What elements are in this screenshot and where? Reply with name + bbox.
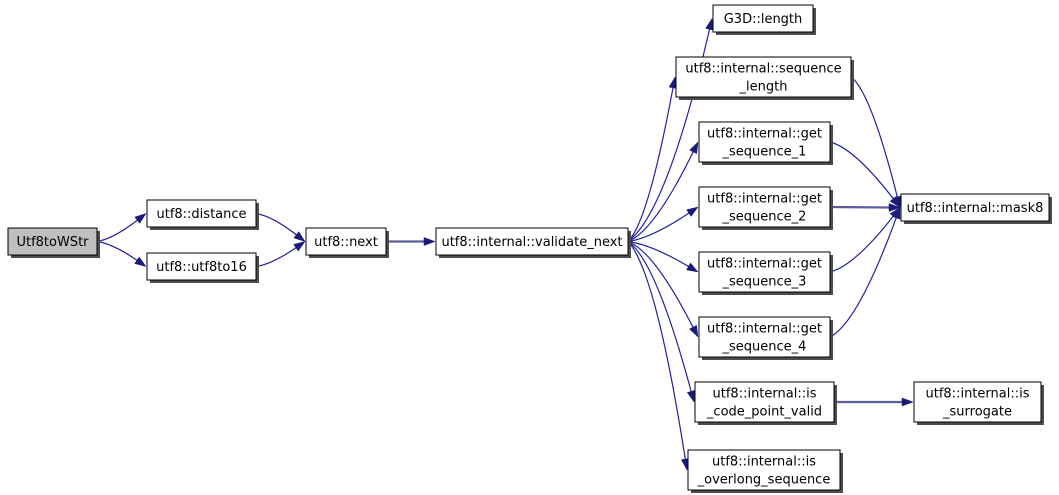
nodes-layer: Utf8toWStrutf8::distanceutf8::utf8to16ut…: [7, 4, 1052, 493]
node-next[interactable]: utf8::next: [305, 227, 389, 258]
edge-getseq1-to-mask8: [829, 141, 901, 209]
arrowhead: [134, 256, 147, 267]
arrowhead: [686, 206, 699, 217]
edge-root-to-distance: [96, 213, 147, 243]
node-label-line2: _overlong_sequence: [697, 473, 831, 488]
node-utf8to16[interactable]: utf8::utf8to16: [146, 252, 259, 283]
node-label: utf8::distance: [156, 207, 246, 222]
node-label-line2: _code_point_valid: [706, 405, 822, 420]
node-label-line1: utf8::internal::get: [707, 192, 822, 207]
arrowhead: [688, 325, 699, 338]
node-rect[interactable]: [698, 316, 831, 358]
node-rect[interactable]: [146, 252, 257, 281]
node-mask8[interactable]: utf8::internal::mask8: [900, 193, 1052, 224]
edges-layer: [96, 17, 914, 471]
edge-root-to-utf8to16: [96, 240, 147, 267]
node-g3dlength[interactable]: G3D::length: [712, 4, 816, 35]
node-rect[interactable]: [698, 251, 831, 293]
node-distance[interactable]: utf8::distance: [146, 199, 259, 230]
edge-getseq4-to-mask8: [829, 206, 901, 338]
arrowhead: [293, 241, 306, 252]
node-rect[interactable]: [698, 186, 831, 228]
edge-validate-to-codepoint: [627, 241, 696, 403]
node-rect[interactable]: [435, 227, 629, 256]
edge-validate-to-overlong: [627, 241, 690, 471]
node-label-line1: utf8::internal::get: [707, 127, 822, 142]
node-label-line1: utf8::internal::is: [712, 455, 816, 470]
node-label-line2: _sequence_1: [722, 145, 807, 160]
node-getseq4[interactable]: utf8::internal::get_sequence_4: [698, 316, 833, 360]
node-overlong[interactable]: utf8::internal::is_overlong_sequence: [687, 449, 843, 493]
node-validate[interactable]: utf8::internal::validate_next: [435, 227, 631, 258]
node-rect[interactable]: [7, 227, 98, 256]
node-label: G3D::length: [724, 12, 803, 27]
arrowhead: [889, 195, 901, 209]
node-rect[interactable]: [675, 56, 852, 98]
node-root[interactable]: Utf8toWStr: [7, 227, 100, 258]
edge-validate-to-getseq1: [627, 141, 699, 243]
edge-utf8to16-to-next: [255, 241, 306, 268]
node-label-line1: utf8::internal::is: [926, 387, 1030, 402]
node-label: utf8::utf8to16: [156, 260, 247, 275]
node-seqlength[interactable]: utf8::internal::sequence_length: [675, 56, 854, 100]
arrowhead: [293, 231, 306, 242]
edge-next-to-validate: [386, 237, 436, 246]
arrowhead: [134, 213, 147, 224]
node-getseq3[interactable]: utf8::internal::get_sequence_3: [698, 251, 833, 295]
node-codepoint[interactable]: utf8::internal::is_code_point_valid: [694, 381, 837, 425]
arrowhead: [892, 206, 901, 220]
node-label-line2: _length: [739, 80, 788, 95]
node-rect[interactable]: [694, 381, 835, 423]
node-rect[interactable]: [687, 449, 841, 491]
node-rect[interactable]: [712, 4, 814, 33]
edge-validate-to-getseq2: [627, 206, 699, 243]
node-label-line2: _sequence_4: [722, 340, 807, 355]
arrowhead: [888, 203, 901, 212]
arrowhead: [689, 141, 699, 155]
node-label-line2: _sequence_3: [722, 275, 807, 290]
node-surrogate[interactable]: utf8::internal::is_surrogate: [913, 381, 1044, 425]
edge-getseq2-to-mask8: [829, 203, 901, 212]
edge-distance-to-next: [255, 212, 306, 242]
node-label-line2: _sequence_2: [722, 210, 807, 225]
arrowhead: [705, 17, 714, 31]
arrowhead: [686, 262, 699, 273]
edge-seqlength-to-mask8: [850, 76, 902, 209]
arrowhead: [901, 397, 914, 407]
node-rect[interactable]: [900, 193, 1050, 222]
node-getseq1[interactable]: utf8::internal::get_sequence_1: [698, 121, 833, 165]
node-label: utf8::internal::validate_next: [441, 235, 622, 250]
arrowhead: [423, 237, 436, 246]
edge-validate-to-seqlength: [627, 76, 678, 242]
node-rect[interactable]: [146, 199, 257, 228]
node-label-line2: _surrogate: [942, 405, 1012, 420]
node-rect[interactable]: [913, 381, 1042, 423]
edge-codepoint-to-surrogate: [834, 397, 914, 407]
edge-getseq3-to-mask8: [829, 206, 901, 273]
node-label: Utf8toWStr: [16, 235, 89, 250]
node-label: utf8::internal::mask8: [907, 201, 1044, 216]
node-label-line1: utf8::internal::sequence: [685, 62, 841, 77]
edge-validate-to-getseq4: [627, 240, 699, 338]
node-label: utf8::next: [314, 235, 378, 250]
node-label-line1: utf8::internal::get: [707, 322, 822, 337]
node-getseq2[interactable]: utf8::internal::get_sequence_2: [698, 186, 833, 230]
node-label-line1: utf8::internal::is: [713, 387, 817, 402]
node-label-line1: utf8::internal::get: [707, 257, 822, 272]
node-rect[interactable]: [698, 121, 831, 163]
node-rect[interactable]: [305, 227, 387, 256]
arrowhead: [686, 390, 696, 403]
edge-validate-to-getseq3: [627, 240, 699, 273]
